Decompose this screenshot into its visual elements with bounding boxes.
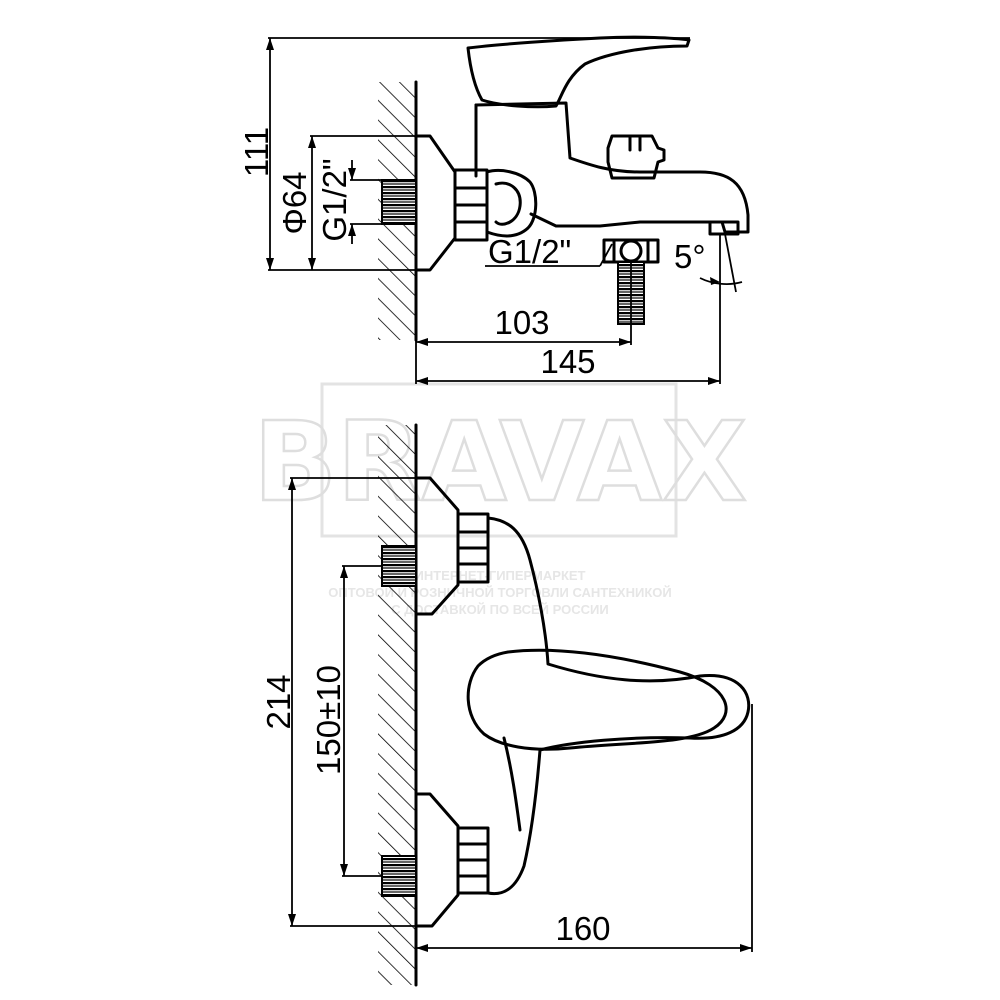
- watermark-brand: BRAVAX: [253, 398, 747, 526]
- lever-handle-front: [466, 648, 728, 751]
- flange-lower: [414, 792, 460, 928]
- dim-width-front: 160: [555, 910, 610, 947]
- dim-spout-length: 145: [540, 343, 595, 380]
- flange-side: [414, 134, 457, 272]
- faucet-body-front: [486, 516, 751, 896]
- wall-thread-upper: [381, 545, 417, 587]
- spout-aerator: [708, 220, 740, 236]
- dim-height-side: 111: [238, 127, 275, 177]
- lever-handle-side: [466, 35, 691, 109]
- dim-outlet-distance: 103: [494, 304, 549, 341]
- wall-thread-lower: [381, 855, 417, 897]
- dim-spout-angle: 5°: [674, 238, 706, 275]
- dim-outlet-thread: G1/2": [488, 233, 571, 270]
- watermark-line1: ИНТЕРНЕТ-ГИПЕРМАРКЕТ: [414, 568, 585, 583]
- watermark: BRAVAX ИНТЕРНЕТ-ГИПЕРМАРКЕТ ОПТОВОЙ И РО…: [252, 382, 748, 617]
- outlet-nut: [602, 238, 660, 264]
- watermark-line3: С ДОСТАВКОЙ ПО ВСЕЙ РОССИИ: [391, 602, 608, 617]
- dim-height-front: 214: [260, 674, 297, 729]
- wall-hatch-bottom: [378, 425, 416, 985]
- front-view: 214 150±10 160: [260, 423, 753, 987]
- dim-wall-thread: G1/2": [316, 158, 353, 241]
- hex-nut-upper: [456, 512, 490, 584]
- wall-thread-top: [381, 179, 417, 225]
- dim-center-distance: 150±10: [310, 665, 347, 775]
- dim-flange-diameter: Φ64: [276, 171, 313, 234]
- side-view: 111 Φ64 G1/2" G1/2" 5° 103 145: [238, 35, 750, 385]
- faucet-body-side: [474, 101, 750, 234]
